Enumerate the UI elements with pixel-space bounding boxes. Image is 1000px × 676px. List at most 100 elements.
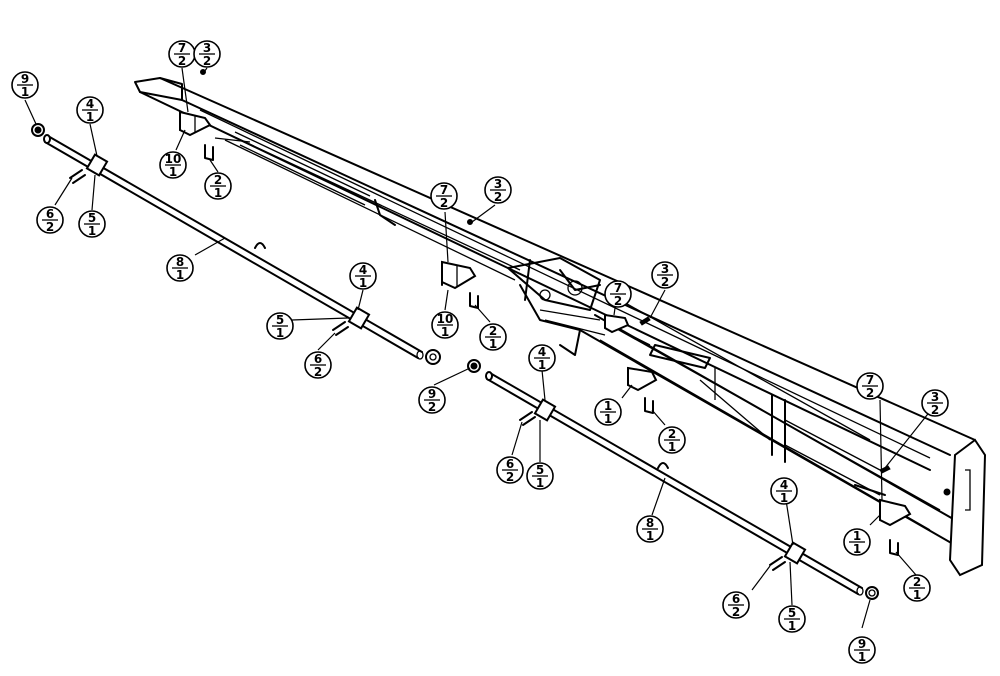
callout-c-3-2-a: 32	[193, 40, 221, 68]
shaft-left	[43, 134, 424, 360]
bracket-right	[854, 484, 912, 527]
callout-part-number: 5	[536, 463, 544, 477]
callout-part-number: 5	[276, 313, 284, 327]
callout-c-9-1-b: 91	[848, 636, 876, 664]
callout-quantity: 2	[494, 190, 502, 204]
callout-c-7-2-b: 72	[430, 182, 458, 210]
callout-c-5-1-b: 51	[266, 312, 294, 340]
callout-quantity: 2	[506, 470, 514, 484]
callout-part-number: 6	[46, 207, 54, 221]
callout-quantity: 1	[359, 276, 367, 290]
callout-c-3-2-d: 32	[921, 389, 949, 417]
callout-part-number: 4	[538, 345, 546, 359]
callout-quantity: 1	[913, 588, 921, 602]
callout-part-number: 6	[506, 457, 514, 471]
callout-quantity: 2	[428, 400, 436, 414]
callout-part-number: 8	[176, 255, 184, 269]
callout-quantity: 2	[178, 54, 186, 68]
callout-quantity: 1	[169, 165, 177, 179]
callout-quantity: 1	[538, 358, 546, 372]
bearing-9-c	[467, 359, 481, 373]
bracket-left	[179, 110, 212, 137]
u-bolt-d	[889, 539, 899, 556]
callout-quantity: 1	[86, 110, 94, 124]
callout-c-4-1-a: 41	[76, 96, 104, 124]
callout-quantity: 2	[866, 386, 874, 400]
callout-quantity: 1	[668, 440, 676, 454]
callout-c-5-1-c: 51	[526, 462, 554, 490]
callout-c-5-1-d: 51	[778, 605, 806, 633]
callout-quantity: 2	[732, 605, 740, 619]
u-bolt-b	[469, 292, 479, 309]
callout-quantity: 1	[858, 650, 866, 664]
callout-c-8-1-b: 81	[636, 515, 664, 543]
callout-c-4-1-c: 41	[528, 344, 556, 372]
callout-part-number: 9	[858, 637, 866, 651]
callout-part-number: 6	[732, 592, 740, 606]
callout-quantity: 1	[176, 268, 184, 282]
bracket-center	[441, 260, 477, 290]
callout-c-3-2-c: 32	[651, 261, 679, 289]
bearing-9-d	[865, 586, 879, 600]
callout-c-8-1-a: 81	[166, 254, 194, 282]
callout-part-number: 7	[614, 281, 622, 295]
callout-part-number: 4	[780, 478, 788, 492]
callout-c-3-2-b: 32	[484, 176, 512, 204]
callout-quantity: 1	[788, 619, 796, 633]
callout-c-6-2-b: 62	[304, 351, 332, 379]
callout-quantity: 1	[276, 326, 284, 340]
callout-quantity: 2	[440, 196, 448, 210]
callout-part-number: 1	[604, 399, 612, 413]
callout-quantity: 1	[646, 529, 654, 543]
callout-c-7-2-a: 72	[168, 40, 196, 68]
callout-quantity: 1	[88, 224, 96, 238]
callout-c-10-1-a: 101	[159, 151, 187, 179]
callout-part-number: 9	[21, 72, 29, 86]
callout-part-number: 1	[853, 529, 861, 543]
boom-frame	[134, 77, 987, 577]
bracket-mid-top	[604, 313, 630, 334]
callout-quantity: 1	[853, 542, 861, 556]
callout-quantity: 1	[604, 412, 612, 426]
callout-c-9-1-a: 91	[11, 71, 39, 99]
callout-c-10-1-b: 101	[431, 311, 459, 339]
callout-part-number: 2	[489, 324, 497, 338]
callout-part-number: 10	[165, 152, 182, 166]
callout-c-6-2-a: 62	[36, 206, 64, 234]
callout-part-number: 3	[931, 390, 939, 404]
callout-c-6-2-d: 62	[722, 591, 750, 619]
callout-quantity: 1	[536, 476, 544, 490]
callout-c-5-1-a: 51	[78, 210, 106, 238]
callout-part-number: 7	[440, 183, 448, 197]
callout-quantity: 1	[489, 337, 497, 351]
callout-part-number: 6	[314, 352, 322, 366]
callout-part-number: 4	[86, 97, 94, 111]
callout-c-6-2-c: 62	[496, 456, 524, 484]
callout-part-number: 3	[494, 177, 502, 191]
callout-quantity: 2	[931, 403, 939, 417]
callout-c-2-1-b: 21	[479, 323, 507, 351]
callout-quantity: 2	[614, 294, 622, 308]
leader-lines	[24, 67, 936, 629]
callout-quantity: 1	[21, 85, 29, 99]
callout-c-4-1-b: 41	[349, 262, 377, 290]
callout-c-4-1-d: 41	[770, 477, 798, 505]
callout-part-number: 7	[866, 373, 874, 387]
callout-quantity: 2	[661, 275, 669, 289]
callout-part-number: 7	[178, 41, 186, 55]
callout-part-number: 3	[203, 41, 211, 55]
callout-quantity: 2	[46, 220, 54, 234]
callout-part-number: 9	[428, 387, 436, 401]
callout-quantity: 2	[314, 365, 322, 379]
callout-quantity: 1	[441, 325, 449, 339]
callout-part-number: 2	[913, 575, 921, 589]
callout-c-9-2: 92	[418, 386, 446, 414]
callout-part-number: 8	[646, 516, 654, 530]
nut-b	[467, 219, 473, 225]
bearing-9-b	[425, 349, 441, 365]
callout-c-2-1-d: 21	[903, 574, 931, 602]
callout-part-number: 4	[359, 263, 367, 277]
callout-part-number: 2	[214, 173, 222, 187]
